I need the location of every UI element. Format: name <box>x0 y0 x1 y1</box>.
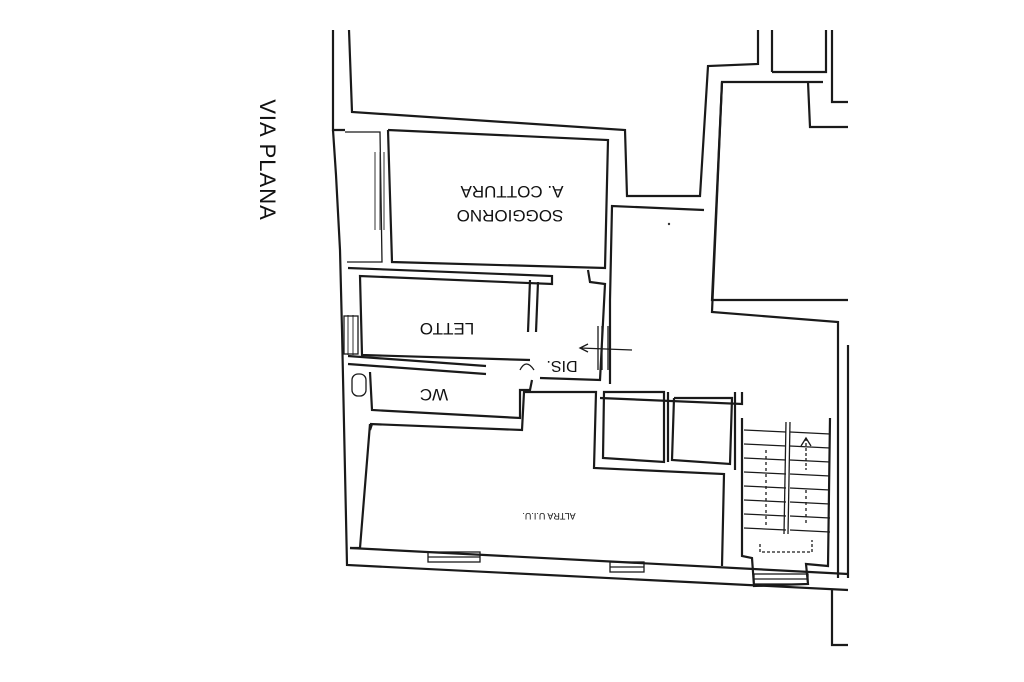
letto-label: LETTO <box>420 319 474 338</box>
wc-label: WC <box>420 385 448 404</box>
soggiorno-label: SOGGIORNO <box>457 206 564 225</box>
staircase <box>740 417 832 588</box>
entry-arrow-shaft <box>579 347 633 351</box>
outer-walls <box>331 29 850 647</box>
altra-ui-label: ALTRA U.I.U. <box>522 511 575 521</box>
street-label-group: VIA PLANA <box>255 99 280 221</box>
facade-windows <box>427 551 809 585</box>
storage-cells <box>599 204 744 470</box>
street-name-label: VIA PLANA <box>255 99 280 221</box>
room-wc: WC <box>351 371 534 420</box>
room-altra-ui: ALTRA U.I.U. <box>350 390 726 567</box>
entry-arrow-head <box>578 343 589 353</box>
mark-dot <box>667 222 671 226</box>
dis-label: DIS. <box>546 357 577 374</box>
room-dis: DIS. <box>519 269 633 382</box>
room-soggiorno: SOGGIORNO A. COTTURA <box>345 128 610 270</box>
room-letto: LETTO <box>343 266 554 376</box>
cottura-label: A. COTTURA <box>460 182 564 201</box>
